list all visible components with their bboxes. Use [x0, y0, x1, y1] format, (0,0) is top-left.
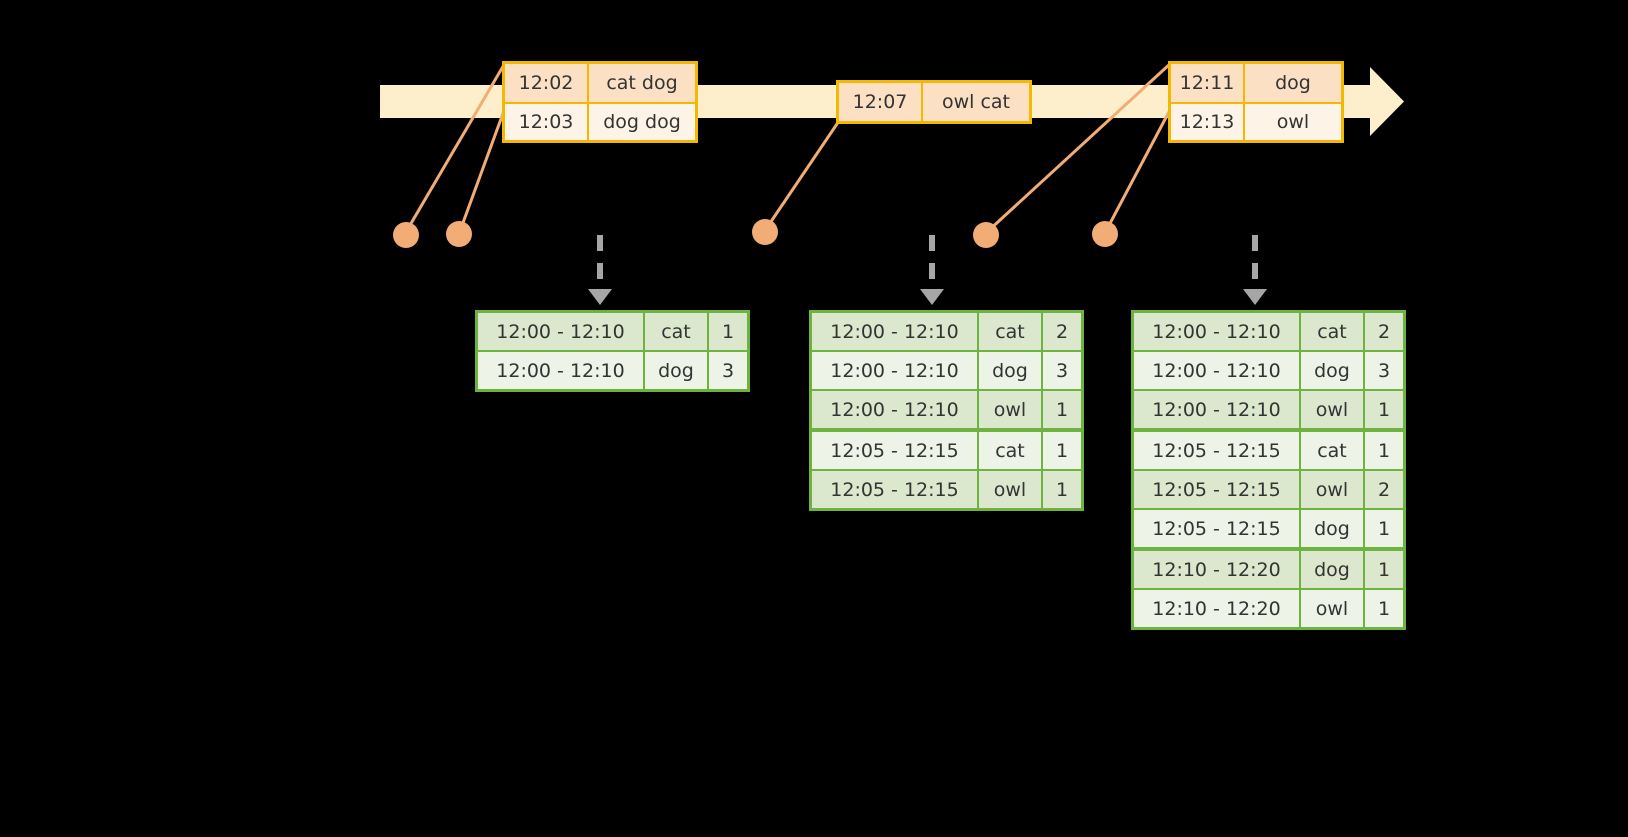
cell-count: 1: [1365, 510, 1403, 547]
leader-line-2: [458, 107, 507, 232]
cell-key: owl: [1301, 590, 1363, 627]
cell-window: 12:05 - 12:15: [1134, 471, 1299, 508]
cell-count: 1: [1365, 551, 1403, 588]
leader-line-1: [404, 62, 507, 233]
cell-window: 12:00 - 12:10: [812, 391, 977, 428]
cell-count: 3: [1043, 352, 1081, 389]
event-marker-4: [973, 222, 999, 248]
cell-key: cat: [1301, 432, 1363, 469]
cell-window: 12:10 - 12:20: [1134, 551, 1299, 588]
cell-window: 12:00 - 12:10: [812, 313, 977, 350]
cell-key: cat: [645, 313, 707, 350]
cell-count: 3: [709, 352, 747, 389]
cell-count: 2: [1365, 471, 1403, 508]
event-time: 12:02: [505, 64, 589, 102]
cell-count: 1: [1043, 391, 1081, 428]
flow-arrow-1-head: [588, 289, 612, 305]
cell-key: dog: [1301, 352, 1363, 389]
cell-window: 12:05 - 12:15: [1134, 510, 1299, 547]
event-marker-5: [1092, 221, 1118, 247]
cell-window: 12:00 - 12:10: [1134, 391, 1299, 428]
cell-key: cat: [1301, 313, 1363, 350]
event-markers: [393, 219, 1118, 248]
leader-line-5: [1104, 107, 1173, 232]
cell-window: 12:05 - 12:15: [812, 471, 977, 508]
leader-line-3: [764, 117, 843, 230]
cell-window: 12:10 - 12:20: [1134, 590, 1299, 627]
flow-arrows: [588, 235, 1267, 305]
cell-count: 1: [1043, 471, 1081, 508]
cell-window: 12:00 - 12:10: [1134, 352, 1299, 389]
cell-key: owl: [1301, 471, 1363, 508]
timeline-arrowhead: [1370, 67, 1404, 136]
cell-window: 12:00 - 12:10: [1134, 313, 1299, 350]
cell-key: dog: [1301, 510, 1363, 547]
cell-count: 3: [1365, 352, 1403, 389]
cell-window: 12:00 - 12:10: [478, 313, 643, 350]
event-time: 12:03: [505, 102, 589, 140]
cell-key: owl: [979, 471, 1041, 508]
flow-arrow-3-head: [1243, 289, 1267, 305]
cell-count: 2: [1043, 313, 1081, 350]
event-payload: owl cat: [923, 83, 1029, 121]
event-payload: dog dog: [589, 102, 695, 140]
cell-key: owl: [979, 391, 1041, 428]
event-payload: owl: [1245, 102, 1341, 140]
event-payload: cat dog: [589, 64, 695, 102]
cell-count: 2: [1365, 313, 1403, 350]
cell-window: 12:05 - 12:15: [1134, 432, 1299, 469]
cell-key: dog: [1301, 551, 1363, 588]
cell-key: cat: [979, 432, 1041, 469]
cell-key: dog: [645, 352, 707, 389]
cell-count: 1: [1365, 432, 1403, 469]
cell-window: 12:05 - 12:15: [812, 432, 977, 469]
event-marker-3: [752, 219, 778, 245]
cell-window: 12:00 - 12:10: [478, 352, 643, 389]
cell-count: 1: [1365, 590, 1403, 627]
event-time: 12:07: [839, 83, 923, 121]
cell-key: dog: [979, 352, 1041, 389]
cell-key: cat: [979, 313, 1041, 350]
cell-count: 1: [709, 313, 747, 350]
event-payload: dog: [1245, 64, 1341, 102]
cell-key: owl: [1301, 391, 1363, 428]
event-time: 12:13: [1171, 102, 1245, 140]
flow-arrow-2-head: [920, 289, 944, 305]
event-marker-2: [446, 221, 472, 247]
event-marker-1: [393, 222, 419, 248]
cell-count: 1: [1365, 391, 1403, 428]
cell-count: 1: [1043, 432, 1081, 469]
event-time: 12:11: [1171, 64, 1245, 102]
cell-window: 12:00 - 12:10: [812, 352, 977, 389]
